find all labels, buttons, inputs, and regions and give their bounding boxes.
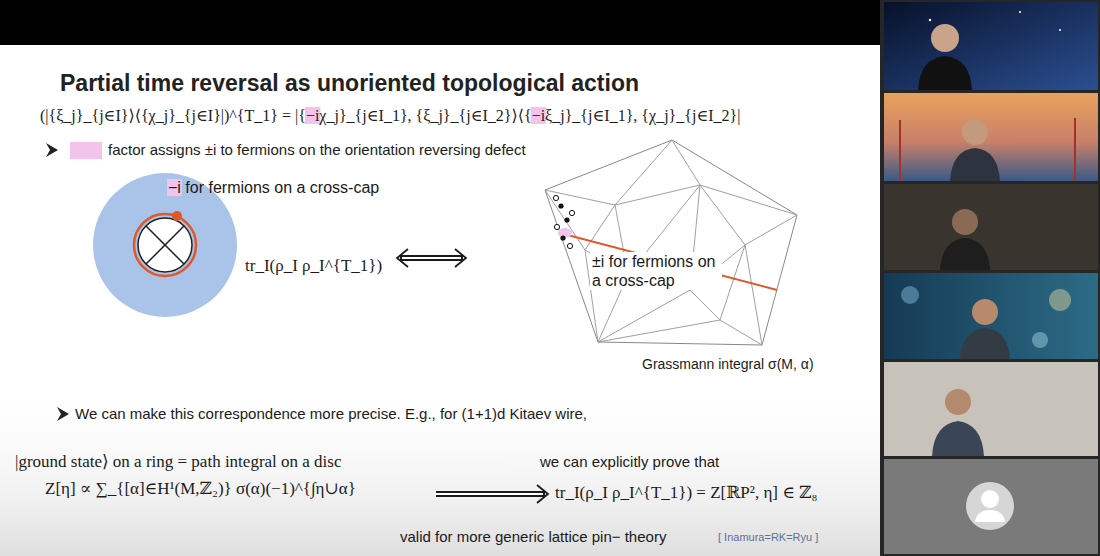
video-panel [899, 120, 901, 181]
note-text: we can explicitly prove that [540, 453, 719, 471]
triangulation-figure [672, 140, 700, 185]
video-panel [972, 299, 998, 325]
arrow-shaft [402, 257, 461, 259]
top-bar [0, 0, 880, 45]
formula: tr_I(ρ_I ρ_I^{T_1}) [245, 256, 382, 276]
video-panel [975, 510, 1005, 522]
video-panel [981, 490, 999, 508]
triangulation-figure [598, 320, 720, 342]
video-panel [884, 273, 1098, 359]
triangulation-figure [553, 195, 558, 200]
disc-figure-node: −i for fermions on a cross-cap tr_I(ρ_I ρ… [93, 168, 393, 320]
video-panel [884, 362, 1098, 456]
triangulation-figure [564, 217, 569, 222]
triangulation-figure [560, 235, 565, 240]
triangulation-figure [560, 233, 777, 290]
implication-arrow [435, 485, 548, 503]
triangulation-figure [615, 185, 700, 205]
triangulation-figure [567, 243, 572, 248]
disc-figure [146, 226, 184, 264]
video-panel [884, 93, 1098, 181]
video-panel [880, 0, 1100, 556]
video-panel [929, 19, 931, 21]
video-panel [1059, 29, 1061, 31]
triangulation-figure [545, 140, 797, 345]
implication-arrow [397, 249, 466, 267]
citation: [ Inamura=RK=Ryu ] [718, 531, 818, 544]
video-panel [884, 184, 1098, 270]
video-panel [962, 119, 988, 145]
triangulation-figure [569, 210, 574, 215]
figure-caption: −i for fermions on a cross-cap [168, 178, 379, 197]
triangulation-figure [690, 290, 720, 320]
triangulation-figure [745, 215, 797, 245]
disc-figure [134, 214, 196, 276]
triangulation-figure [720, 320, 762, 345]
video-panel [884, 2, 1098, 90]
video-panel [952, 209, 978, 235]
video-panel [1032, 332, 1048, 348]
slide-title: Partial time reversal as unoriented topo… [60, 70, 639, 98]
bullet-text: factor assigns ±i to fermions on the ori… [108, 141, 526, 159]
triangulation-figure [545, 190, 585, 250]
arrow-head [397, 249, 408, 267]
slide-ground [0, 0, 880, 556]
video-panel [1074, 118, 1076, 181]
video-panel [901, 286, 919, 304]
bullet-text: We can make this correspondence more pre… [75, 405, 587, 423]
arrow-head [537, 485, 548, 503]
bullet-arrow [46, 143, 58, 157]
video-panel [918, 56, 972, 90]
formula: |ground state⟩ on a ring = path integral… [15, 452, 342, 472]
result-formula: tr_I(ρ_I ρ_I^{T_1}) = Z[ℝP², η] ∈ ℤ₈ [552, 480, 852, 510]
video-panel [880, 0, 1100, 556]
note-text: valid for more generic lattice pin− theo… [400, 528, 666, 546]
triangulation-figure [720, 245, 745, 320]
disc-figure [138, 218, 192, 272]
triangulation-figure [700, 185, 745, 245]
video-panel [945, 389, 971, 415]
video-panel [966, 482, 1014, 530]
figure-caption: ±i for fermions on a cross-cap [590, 252, 722, 290]
lattice-figure-node: ±i for fermions on a cross-capGrassmann … [470, 135, 820, 377]
disc-figure [146, 226, 184, 264]
disc-figure [172, 211, 182, 221]
triangulation-figure [554, 224, 559, 229]
triangulation-figure [558, 203, 563, 208]
video-overlay [0, 380, 880, 556]
video-panel [932, 421, 984, 456]
triangulation-figure [545, 140, 797, 345]
arrow-head [455, 249, 466, 267]
figure-caption: Grassmann integral σ(M, α) [640, 356, 816, 373]
formula-group: |ground state⟩ on a ring = path integral… [12, 448, 432, 523]
formula: Z[η] ∝ ∑_{[α]∈H¹(M,ℤ₂)} σ(α)(−1)^{∫η∪α} [45, 479, 356, 499]
triangulation-figure [545, 190, 615, 205]
video-panel [950, 148, 1000, 181]
video-panel [931, 24, 959, 52]
arrow-shaft [400, 255, 463, 261]
video-panel [1049, 289, 1071, 311]
triangulation-figure [700, 185, 797, 215]
bullet-arrow [57, 407, 69, 421]
arrow-shaft [436, 491, 545, 497]
video-panel [1019, 11, 1021, 13]
triangulation-figure [615, 140, 672, 205]
video-panel [884, 459, 1098, 554]
arrow-shaft [435, 493, 543, 495]
highlight-swatch [70, 142, 102, 159]
video-panel [940, 238, 990, 270]
formula: (|{ξ_j}_{j∈I}⟩⟨{χ_j}_{j∈I}|)^{T_1} = |{−… [40, 106, 740, 125]
formula: tr_I(ρ_I ρ_I^{T_1}) = Z[ℝP², η] ∈ ℤ₈ [555, 483, 817, 503]
video-panel [960, 328, 1010, 359]
triangulation-figure [745, 245, 762, 345]
